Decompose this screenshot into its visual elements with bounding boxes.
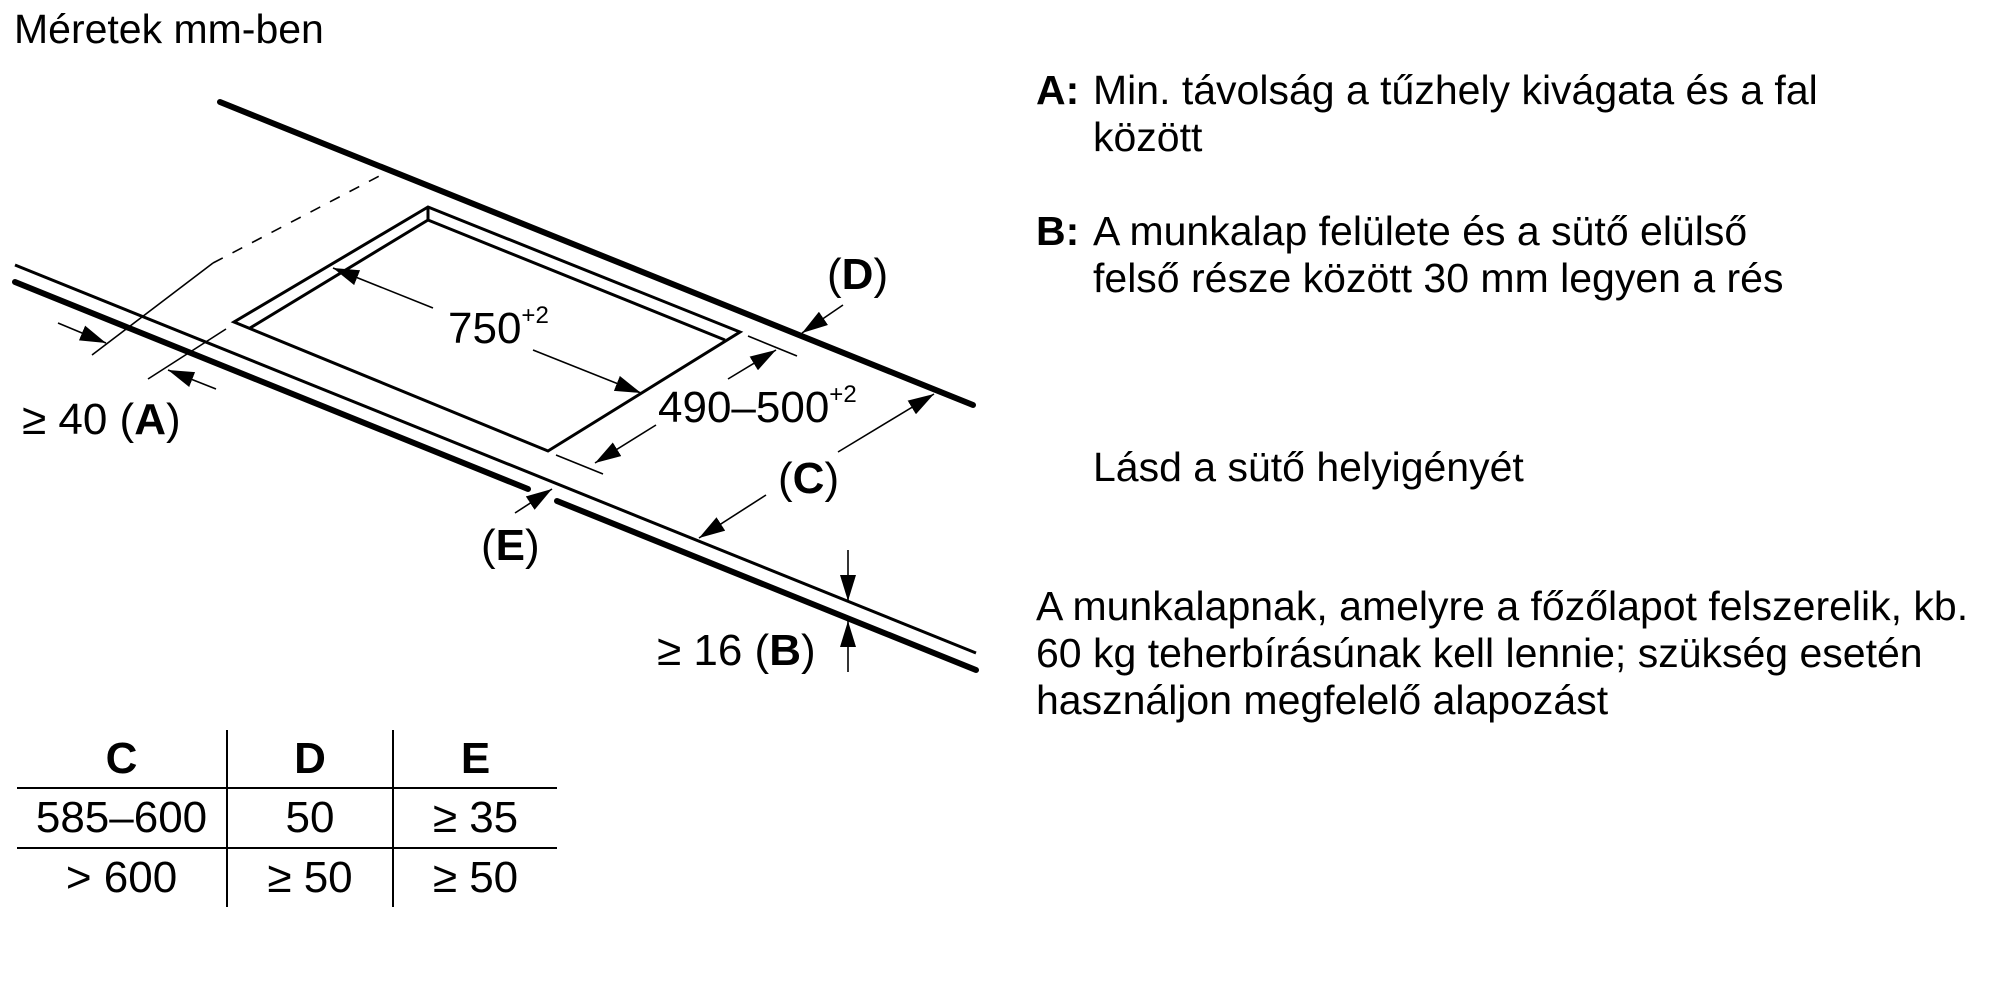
table-header-e: E: [392, 730, 557, 788]
label-d: (D): [827, 250, 888, 299]
e-arrow: [514, 488, 553, 514]
legend-text-a-line2: között: [1093, 114, 1203, 160]
a-extension-line-1: [91, 262, 214, 356]
worktop-front-edge-left: [12, 279, 531, 492]
legend-item-c: Lásd a sütő helyigényét: [1036, 444, 1524, 491]
table-cell: 585–600: [17, 787, 227, 848]
legend-text-b-line2: felső része között 30 mm legyen a rés: [1093, 255, 1784, 301]
table-header-c: C: [105, 733, 138, 783]
a-extension-line-2: [147, 328, 227, 380]
label-c: (C): [778, 454, 839, 503]
wall-line: [217, 99, 976, 408]
legend-item-a: A: Min. távolság a tűzhely kivágata és a …: [1036, 67, 1818, 161]
legend-key-a: A:: [1036, 67, 1080, 113]
legend-item-b: B: A munkalap felülete és a sütő elülső f…: [1036, 208, 1783, 302]
length-arrow-right: [532, 349, 642, 394]
cutout-outline: [230, 205, 744, 453]
cutout-depth-label: 490–500+2: [658, 381, 857, 432]
depth-extension-bottom: [555, 454, 604, 475]
a-extension-dashed: [212, 171, 388, 264]
worktop-front-edge-right: [554, 498, 979, 673]
legend-key-b: B:: [1036, 208, 1080, 254]
table-cell: > 600: [17, 847, 227, 907]
depth-extension-top: [747, 335, 798, 357]
table-cell: ≥ 50: [392, 847, 557, 907]
worktop-top-edge: [14, 263, 977, 655]
depth-arrow-bottom: [594, 424, 657, 464]
table-row: 585–600 50 ≥ 35: [17, 787, 557, 848]
label-e: (E): [481, 521, 540, 570]
table-header-row: C D E: [17, 730, 557, 788]
c-arrow-down: [698, 494, 767, 539]
page-title: Méretek mm-ben: [14, 6, 324, 52]
table-header-d: D: [226, 730, 393, 788]
legend-text-c: Lásd a sütő helyigényét: [1093, 444, 1524, 490]
c-arrow-up: [837, 393, 935, 453]
label-b: ≥ 16 (B): [657, 626, 816, 675]
a-arrow-1: [57, 322, 107, 344]
d-arrow: [801, 304, 844, 334]
label-a: ≥ 40 (A): [22, 395, 181, 444]
table-cell: ≥ 50: [226, 847, 393, 907]
table-cell: ≥ 35: [392, 787, 557, 848]
length-arrow-left: [332, 267, 434, 309]
depth-arrow-top: [727, 349, 777, 380]
a-arrow-2: [167, 369, 217, 390]
table-cell: 50: [226, 787, 393, 848]
legend-text-b-line1: A munkalap felülete és a sütő elülső: [1093, 208, 1748, 254]
worktop-load-note: A munkalapnak, amelyre a főzőlapot felsz…: [1036, 583, 1969, 723]
clearance-table: C D E 585–600 50 ≥ 35 > 600 ≥ 50 ≥ 50: [17, 730, 557, 907]
cutout-dimension-diagram: 750+2 490–500+2 ≥ 40 (A) ≥ 16 (B) (C) (D…: [12, 99, 979, 675]
table-row: > 600 ≥ 50 ≥ 50: [17, 847, 557, 907]
cutout-length-label: 750+2: [448, 302, 549, 353]
legend-text-a-line1: Min. távolság a tűzhely kivágata és a fa…: [1093, 67, 1818, 113]
